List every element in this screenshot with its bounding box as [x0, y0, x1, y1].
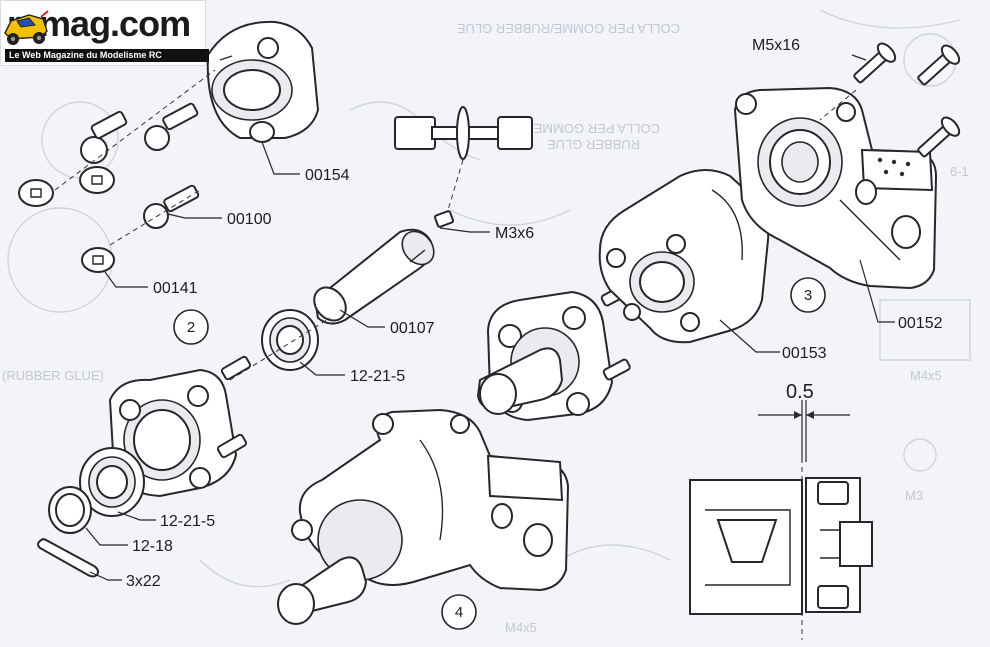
- hub-flange-left: [108, 355, 252, 498]
- label-pin: 3x22: [126, 573, 161, 590]
- label-00100: 00100: [227, 211, 272, 228]
- logo-tagline: Le Web Magazine du Modelisme RC: [5, 49, 209, 62]
- leader-lines: [85, 54, 895, 581]
- step-circle-3: [790, 277, 826, 313]
- ghost-text-right: 6-1: [950, 164, 969, 179]
- step-circle-4: [441, 594, 477, 630]
- ghost-text-glue-b: RUBBER GLUE: [546, 137, 640, 152]
- m3x6-screw: [433, 210, 455, 228]
- housing-00153: [598, 169, 770, 344]
- ball-studs: [80, 102, 200, 229]
- ghost-text-left: (RUBBER GLUE): [2, 368, 104, 383]
- label-00152: 00152: [898, 315, 943, 332]
- label-m3x6: M3x6: [495, 225, 534, 242]
- assembled-housing-step4: [276, 408, 570, 625]
- detail-view-gap: [689, 400, 873, 640]
- step-circle-2: [173, 309, 209, 345]
- label-00154: 00154: [305, 167, 350, 184]
- part-00154-hub: [206, 20, 320, 143]
- ghost-text-m4: M4x5: [910, 368, 942, 383]
- hub-flange-middle: [476, 284, 631, 422]
- drive-shaft-top: [394, 106, 533, 221]
- bearing-upper: [261, 309, 319, 371]
- label-00107: 00107: [390, 320, 435, 337]
- rcmag-logo: rcmag.com Le Web Magazine du Modelisme R…: [0, 0, 209, 66]
- step-markers: 2 3 4: [173, 277, 826, 630]
- part-00107-tube: [313, 228, 435, 325]
- m5x16-screws: [819, 42, 961, 158]
- washer-12-18: [48, 486, 92, 534]
- grub-screws: [18, 166, 115, 273]
- step-number-4: 4: [455, 604, 463, 621]
- gearbox-00152: [733, 86, 938, 290]
- label-gap-0-5: 0.5: [786, 381, 814, 403]
- part-labels: 00154 00100 00141 M3x6 00107 12-21-5 12-…: [126, 37, 943, 590]
- ghost-text-m3: M3: [905, 488, 923, 503]
- step-number-2: 2: [187, 319, 195, 336]
- label-washer: 12-18: [132, 538, 173, 555]
- step-number-3: 3: [804, 287, 812, 304]
- label-bearing-upper: 12-21-5: [350, 368, 405, 385]
- rc-car-icon: [4, 10, 49, 45]
- ghost-text-top: COLLA PER GOMME/RUBBER GLUE: [456, 21, 680, 36]
- label-bearing-lower: 12-21-5: [160, 513, 215, 530]
- ghost-text-glue-a: COLLA PER GOMME: [533, 121, 660, 136]
- ghost-text-bottom: M4x5: [505, 620, 537, 635]
- bearing-lower: [79, 447, 145, 517]
- label-00153: 00153: [782, 345, 827, 362]
- dashed-axes-topleft: [54, 69, 216, 246]
- label-m5x16: M5x16: [752, 37, 800, 54]
- pin-3x22: [37, 538, 99, 578]
- label-00141: 00141: [153, 280, 198, 297]
